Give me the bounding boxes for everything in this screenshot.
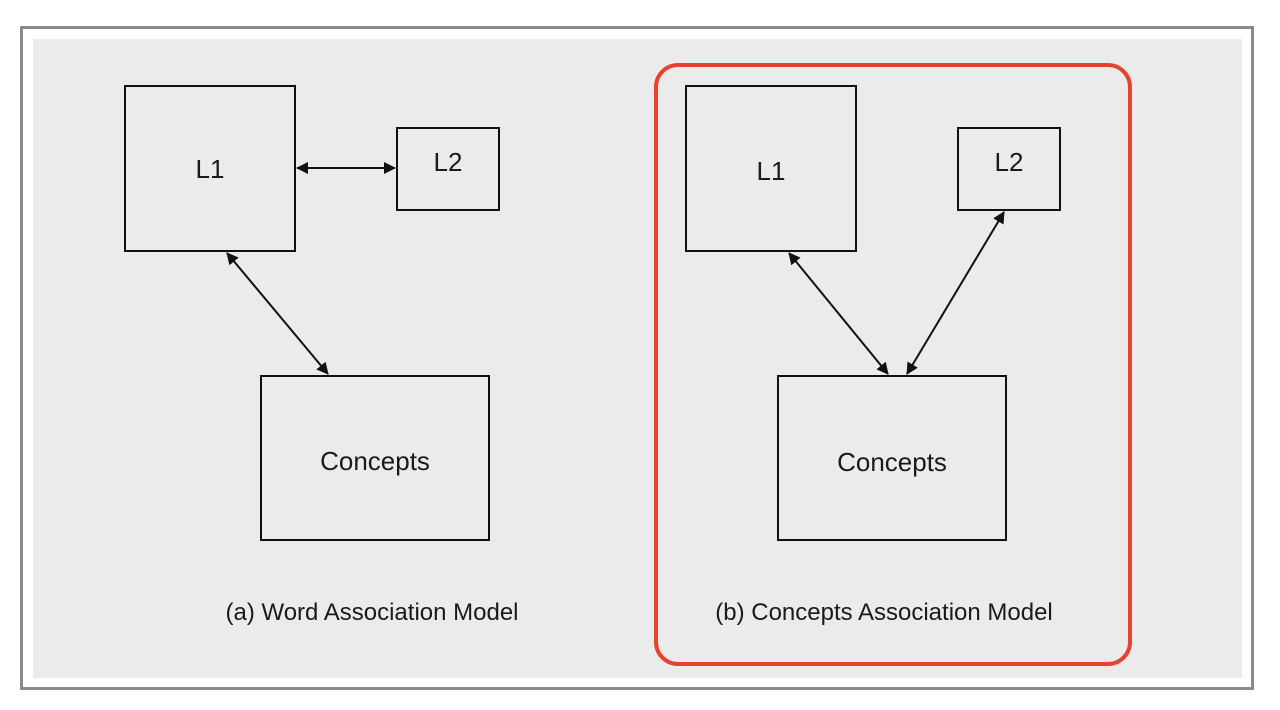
concepts-label: Concepts (837, 447, 947, 477)
highlight-frame (654, 63, 1132, 666)
l1-concepts-arrow (788, 252, 889, 375)
concepts-box (777, 375, 1007, 541)
l1-box (124, 85, 296, 252)
l2-box (396, 127, 500, 211)
concepts-association-model: L1 L2 Concepts (b) Concepts Association … (654, 63, 1132, 666)
l2-label: L2 (434, 147, 463, 177)
concepts-association-caption: (b) Concepts Association Model (715, 599, 1053, 626)
l1-box (685, 85, 857, 252)
l1-label: L1 (757, 156, 786, 186)
word-association-caption: (a) Word Association Model (225, 599, 518, 626)
l1-concepts-arrow (226, 252, 329, 375)
l2-label: L2 (995, 147, 1024, 177)
l1-label: L1 (196, 154, 225, 184)
l2-concepts-arrow (906, 211, 1005, 375)
concepts-box (260, 375, 490, 541)
word-association-model: L1 L2 Concepts (a) Word Association Mode… (124, 85, 519, 626)
concepts-label: Concepts (320, 446, 430, 476)
l2-box (957, 127, 1061, 211)
